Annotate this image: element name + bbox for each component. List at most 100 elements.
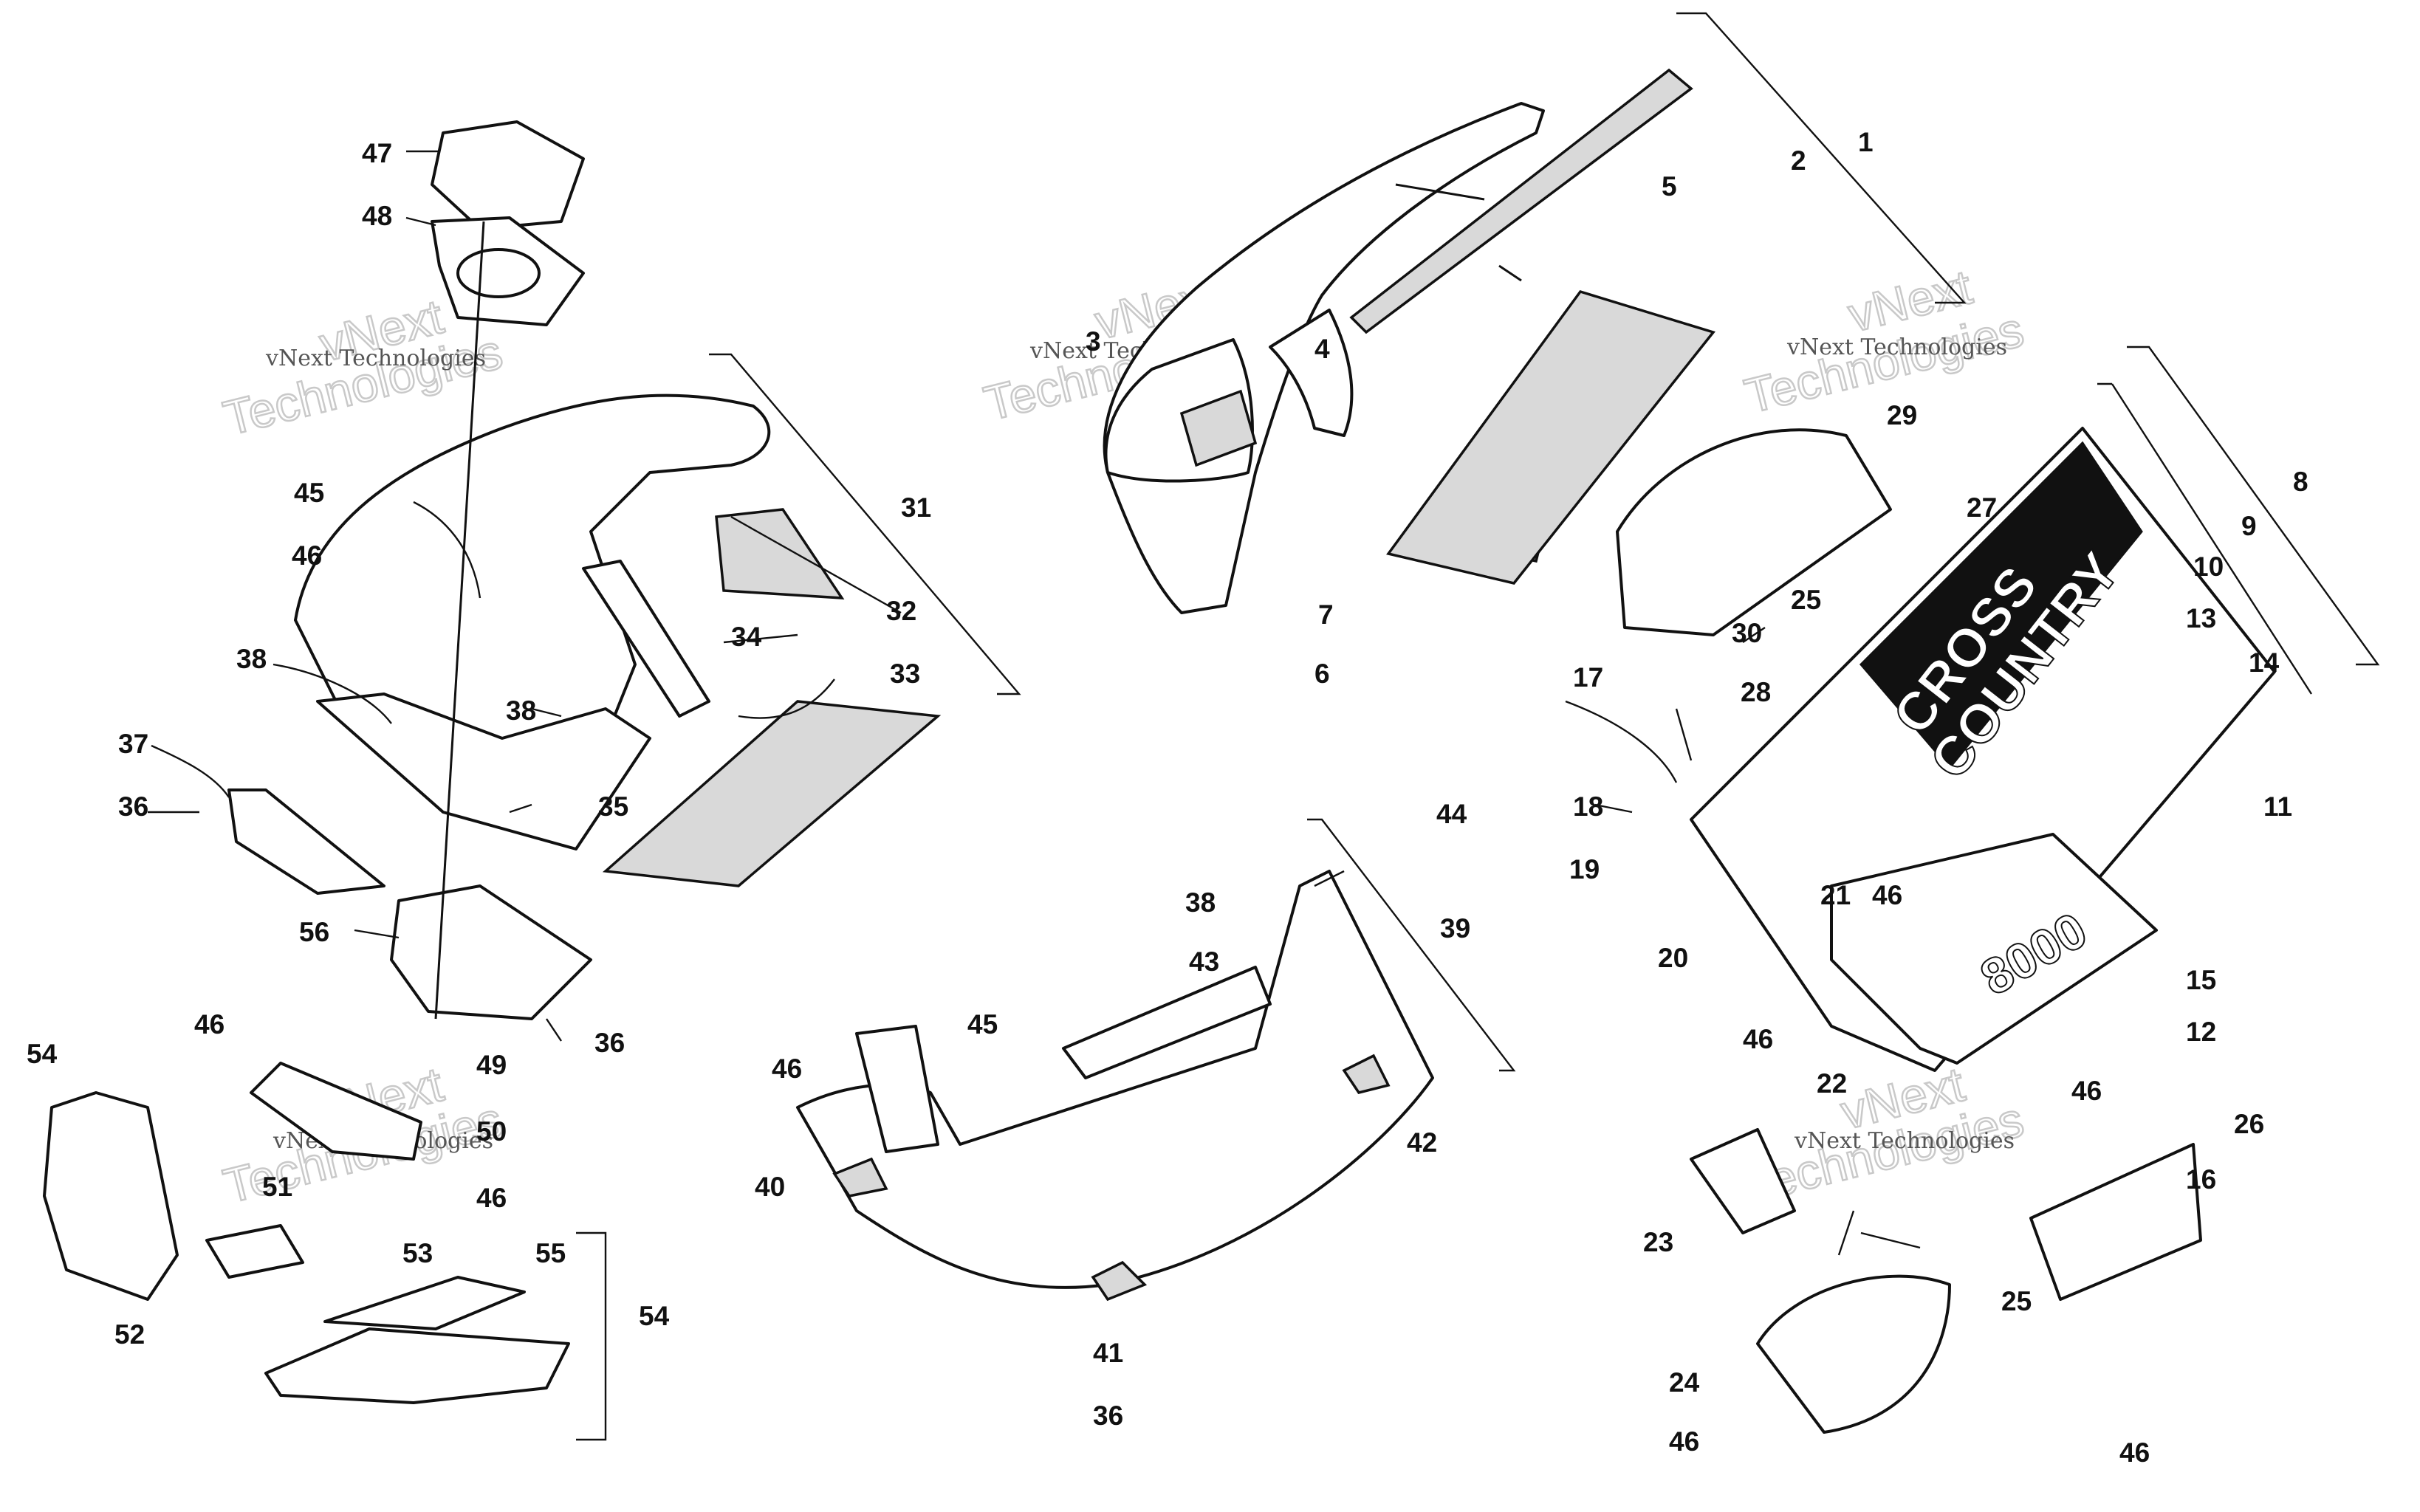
callout-35: 35: [598, 791, 628, 822]
tether-line: [434, 221, 485, 1020]
watermark-small-1: vNext Technologies: [265, 346, 486, 371]
gasket-47: [431, 120, 585, 230]
side-panel-decal: [1859, 441, 2143, 770]
callout-52: 52: [114, 1319, 145, 1350]
callout-12: 12: [2186, 1017, 2216, 1047]
callout-53: 53: [402, 1238, 433, 1268]
callout-2: 2: [1791, 145, 1806, 176]
callout-14: 14: [2249, 647, 2280, 678]
callout-38b: 38: [506, 695, 536, 726]
foam-42: [1342, 1054, 1391, 1094]
callout-38a: 38: [236, 644, 267, 674]
bracket-1: [1676, 12, 1967, 304]
foam-33: [602, 700, 942, 887]
callout-22: 22: [1817, 1068, 1847, 1099]
bracket-31: [709, 353, 1021, 695]
foam-strip-5: [1349, 68, 1693, 334]
bracket-50: [250, 1062, 422, 1161]
bracket-9: [2097, 382, 2313, 695]
callout-18: 18: [1573, 791, 1603, 822]
callout-43: 43: [1189, 946, 1219, 977]
callout-1: 1: [1858, 127, 1874, 157]
callout-25a: 25: [1791, 585, 1821, 615]
callout-46g: 46: [1669, 1426, 1699, 1457]
side-panel-assembly: CROSS COUNTRY 8000: [1616, 427, 2276, 1434]
callout-46d: 46: [772, 1054, 802, 1084]
callout-10: 10: [2193, 551, 2224, 582]
side-panel-54: [43, 1091, 179, 1301]
callout-20: 20: [1658, 943, 1688, 973]
callout-8: 8: [2293, 467, 2308, 497]
callout-33: 33: [890, 659, 920, 689]
callout-19: 19: [1569, 854, 1600, 884]
callout-24: 24: [1669, 1367, 1700, 1398]
callout-48: 48: [362, 201, 392, 231]
vent-23: [1690, 1128, 1796, 1234]
bracket-8: [2127, 346, 2380, 666]
panel-26: [2029, 1143, 2202, 1301]
callout-27: 27: [1967, 492, 1997, 523]
callout-6: 6: [1314, 659, 1330, 689]
callout-11: 11: [2263, 791, 2292, 822]
callout-46e: 46: [1872, 880, 1902, 910]
callout-40: 40: [755, 1172, 785, 1202]
callout-38c: 38: [1185, 887, 1216, 918]
callout-7: 7: [1318, 599, 1334, 630]
callout-16: 16: [2186, 1164, 2216, 1195]
foam-32: [715, 508, 845, 599]
bracket-39: [1307, 818, 1516, 1072]
callout-4: 4: [1314, 334, 1330, 364]
callouts: 1 2 3 4 5 6 7 8 9 10 11 12 13 14 15 16 1…: [27, 127, 2308, 1468]
foam-41: [1091, 1260, 1148, 1302]
callout-5: 5: [1662, 171, 1677, 202]
callout-49: 49: [476, 1050, 507, 1080]
plate-48-hole: [456, 248, 541, 298]
plate-56: [390, 884, 592, 1020]
callout-45a: 45: [294, 478, 324, 508]
callout-39: 39: [1440, 913, 1470, 944]
callout-56: 56: [299, 917, 329, 947]
nose-pan-lower: [316, 693, 651, 850]
callout-36c: 36: [1093, 1401, 1123, 1431]
hood-assembly: [1103, 68, 1715, 614]
callout-41: 41: [1093, 1338, 1123, 1368]
callout-46f: 46: [1743, 1024, 1773, 1054]
watermark-small-3: vNext Technologies: [1786, 334, 2007, 360]
callout-51: 51: [262, 1172, 292, 1202]
lower-panel-15: [1830, 833, 2158, 1065]
nosepan-assembly: [227, 120, 942, 1020]
group-brackets: [576, 12, 2380, 1441]
callout-46a: 46: [292, 540, 322, 571]
foam-strip-7: [1386, 289, 1715, 585]
bracket-54: [576, 1231, 607, 1441]
callout-3: 3: [1086, 326, 1101, 357]
callout-42: 42: [1407, 1127, 1437, 1158]
callout-44: 44: [1436, 799, 1467, 829]
callout-54a: 54: [27, 1039, 58, 1069]
callout-34: 34: [731, 622, 762, 652]
deflector-37: [227, 788, 385, 895]
callout-37: 37: [118, 729, 148, 759]
callout-25b: 25: [2001, 1286, 2032, 1316]
hood-side-4: [1269, 309, 1354, 437]
left-lower-panels: [43, 1062, 570, 1404]
callout-46i: 46: [2119, 1437, 2150, 1468]
watermark-small-6: vNext Technologies: [1794, 1128, 2015, 1154]
foam-40: [832, 1157, 888, 1197]
callout-36b: 36: [594, 1028, 625, 1058]
callout-50: 50: [476, 1116, 507, 1147]
callout-23: 23: [1643, 1227, 1673, 1257]
duct-54: [264, 1327, 570, 1404]
module-51: [205, 1224, 304, 1279]
callout-45b: 45: [967, 1009, 998, 1040]
callout-46c: 46: [476, 1183, 507, 1213]
hood-shell: [1103, 102, 1545, 614]
callout-54b: 54: [639, 1301, 670, 1331]
callout-13: 13: [2186, 603, 2216, 633]
guard-43: [1062, 966, 1272, 1079]
belly-pan: [796, 870, 1434, 1302]
hood-foam-3: [1179, 389, 1258, 467]
brace-34: [582, 560, 710, 718]
callout-32: 32: [886, 596, 916, 626]
